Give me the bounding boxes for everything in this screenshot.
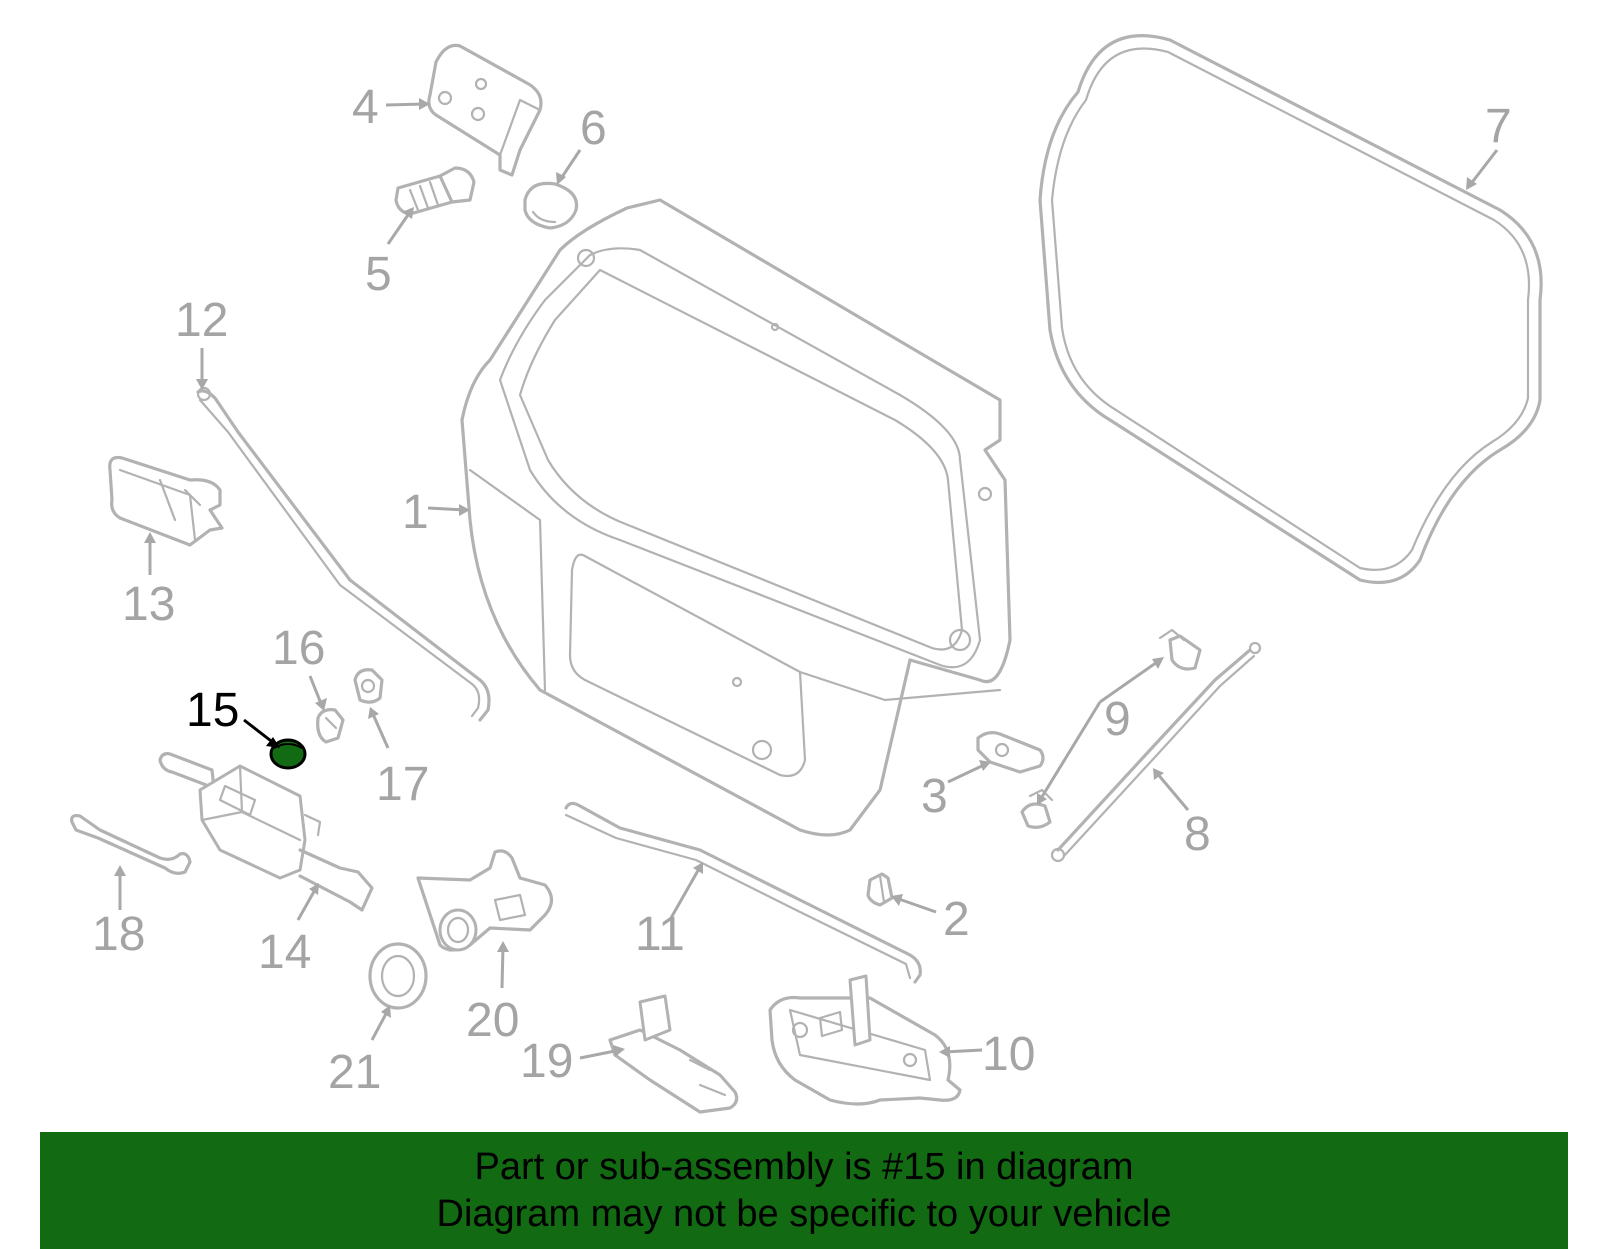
part-8-gas-strut[interactable] xyxy=(1050,641,1262,863)
callout-16: 16 xyxy=(272,622,325,675)
callout-2: 2 xyxy=(943,893,970,946)
part-17-grommet[interactable] xyxy=(353,668,384,704)
part-15-highlighted[interactable] xyxy=(269,738,307,770)
callout-17: 17 xyxy=(376,758,429,811)
callout-12: 12 xyxy=(175,294,228,347)
callout-3: 3 xyxy=(921,770,948,823)
callout-20: 20 xyxy=(466,994,519,1047)
footer-line-part-number: Part or sub-assembly is #15 in diagram xyxy=(474,1145,1134,1188)
part-1-liftgate[interactable] xyxy=(460,198,1012,837)
callout-21: 21 xyxy=(328,1046,381,1099)
callout-10: 10 xyxy=(982,1028,1035,1081)
part-16-clip[interactable] xyxy=(316,708,345,744)
callout-19: 19 xyxy=(520,1035,573,1088)
callout-1: 1 xyxy=(402,486,429,539)
callout-11: 11 xyxy=(635,908,685,961)
part-9-ball-stud-bottom[interactable] xyxy=(1020,788,1054,829)
callout-14: 14 xyxy=(258,926,311,979)
callout-9: 9 xyxy=(1104,693,1131,746)
part-21-seal[interactable] xyxy=(368,942,428,1010)
part-10-latch[interactable] xyxy=(768,974,962,1106)
callout-8: 8 xyxy=(1184,808,1211,861)
callout-15: 15 xyxy=(186,684,239,737)
part-9-ball-stud-top[interactable] xyxy=(1158,628,1202,671)
part-18-link-rod[interactable] xyxy=(70,814,192,875)
footer-line-disclaimer: Diagram may not be specific to your vehi… xyxy=(436,1192,1172,1235)
part-13-bracket[interactable] xyxy=(108,455,224,547)
callout-labels: 1 2 3 4 5 6 7 8 9 10 11 12 13 14 15 16 1… xyxy=(92,81,1512,1099)
part-20-lock-cylinder[interactable] xyxy=(416,849,554,952)
callout-7: 7 xyxy=(1485,100,1512,153)
part-7-weatherstrip[interactable] xyxy=(1038,34,1543,585)
leader-arrows xyxy=(114,98,1499,1060)
part-11-rod[interactable] xyxy=(564,801,922,984)
callout-4: 4 xyxy=(352,81,379,134)
part-2-clip[interactable] xyxy=(866,872,894,907)
footer-banner: Part or sub-assembly is #15 in diagram D… xyxy=(40,1132,1568,1249)
callout-18: 18 xyxy=(92,908,145,961)
part-3-plate[interactable] xyxy=(976,731,1045,774)
part-6-cap[interactable] xyxy=(523,181,579,230)
part-14-actuator[interactable] xyxy=(158,752,374,912)
part-19-switch[interactable] xyxy=(608,994,739,1114)
callout-13: 13 xyxy=(122,578,175,631)
callout-6: 6 xyxy=(580,102,607,155)
part-4-hinge[interactable] xyxy=(427,43,543,177)
leader-arrow-15 xyxy=(243,718,280,748)
part-5-bolt[interactable] xyxy=(394,166,476,216)
part-12-rod[interactable] xyxy=(196,386,491,722)
callout-5: 5 xyxy=(365,248,392,301)
